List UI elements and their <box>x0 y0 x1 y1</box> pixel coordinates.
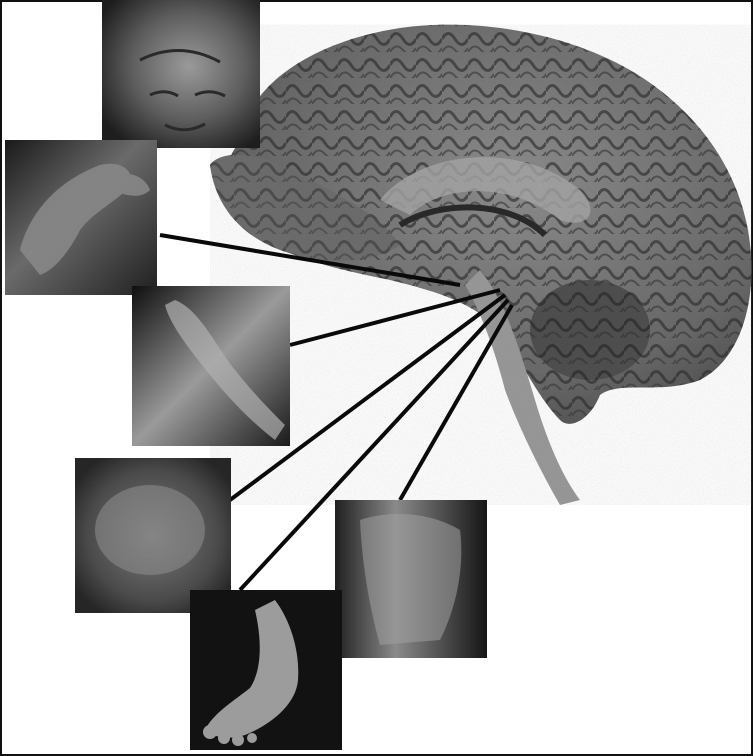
arm-photo-panel <box>132 286 290 446</box>
torso-icon <box>95 485 205 575</box>
hand-photo-panel <box>5 140 157 295</box>
leg-photo-panel <box>335 500 487 658</box>
foot-photo-panel <box>190 590 342 750</box>
torso-photo-panel <box>75 458 231 613</box>
leg-icon <box>360 514 461 645</box>
face-photo-panel <box>102 0 260 148</box>
